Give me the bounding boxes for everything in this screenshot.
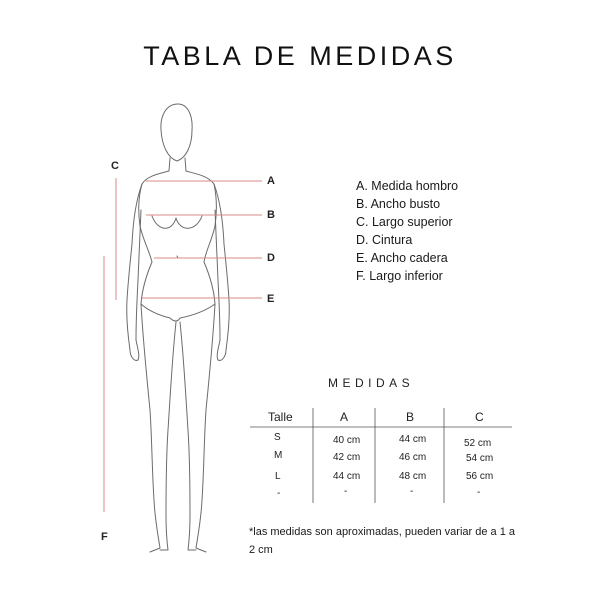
figure-hips (140, 303, 216, 322)
legend-item: C. Largo superior (356, 215, 453, 229)
figure-right-arm (213, 183, 230, 361)
table-cell: 56 cm (466, 471, 494, 482)
table-cell: 44 cm (333, 471, 361, 482)
legend-item: E. Ancho cadera (356, 251, 448, 265)
legend-item: B. Ancho busto (356, 197, 441, 211)
table-cell: - (277, 488, 281, 499)
table-cell: - (477, 487, 481, 498)
table-cell: 40 cm (333, 435, 361, 446)
table-cell: S (274, 432, 281, 443)
figure-head (160, 103, 193, 162)
table-cell: - (410, 486, 414, 497)
marker-a: A (267, 175, 275, 187)
table-cell: 46 cm (399, 452, 427, 463)
table-cell: L (275, 471, 281, 482)
table-header-a: A (340, 410, 349, 424)
table-cell: M (274, 450, 283, 461)
figure-left-arm (126, 183, 143, 361)
marker-c: C (111, 160, 119, 172)
figure-right-leg (179, 303, 216, 553)
marker-f: F (101, 531, 108, 543)
table-cell: 44 cm (399, 434, 427, 445)
measures-title: MEDIDAS (328, 376, 415, 390)
table-cell: 42 cm (333, 452, 361, 463)
marker-d: D (267, 252, 275, 264)
figure-neck (168, 157, 187, 172)
page-title: TABLA DE MEDIDAS (143, 41, 457, 71)
table-header-talle: Talle (268, 410, 293, 424)
figure-bust (151, 215, 203, 229)
table-cell: 48 cm (399, 471, 427, 482)
table-cell: 52 cm (464, 438, 492, 449)
measurement-legend: A. Medida hombro B. Ancho busto C. Largo… (356, 177, 458, 285)
marker-e: E (267, 293, 275, 305)
disclaimer-note: *las medidas son aproximadas, pueden var… (249, 526, 515, 556)
figure-torso-right (185, 170, 217, 305)
table-cell: - (344, 486, 348, 497)
legend-item: F. Largo inferior (356, 269, 443, 283)
legend-item: D. Cintura (356, 233, 413, 247)
table-header-b: B (406, 410, 415, 424)
table-header-c: C (475, 410, 484, 424)
table-cell: 54 cm (466, 453, 494, 464)
figure-left-leg (140, 303, 177, 553)
legend-item: A. Medida hombro (356, 179, 459, 193)
marker-b: B (267, 209, 275, 221)
